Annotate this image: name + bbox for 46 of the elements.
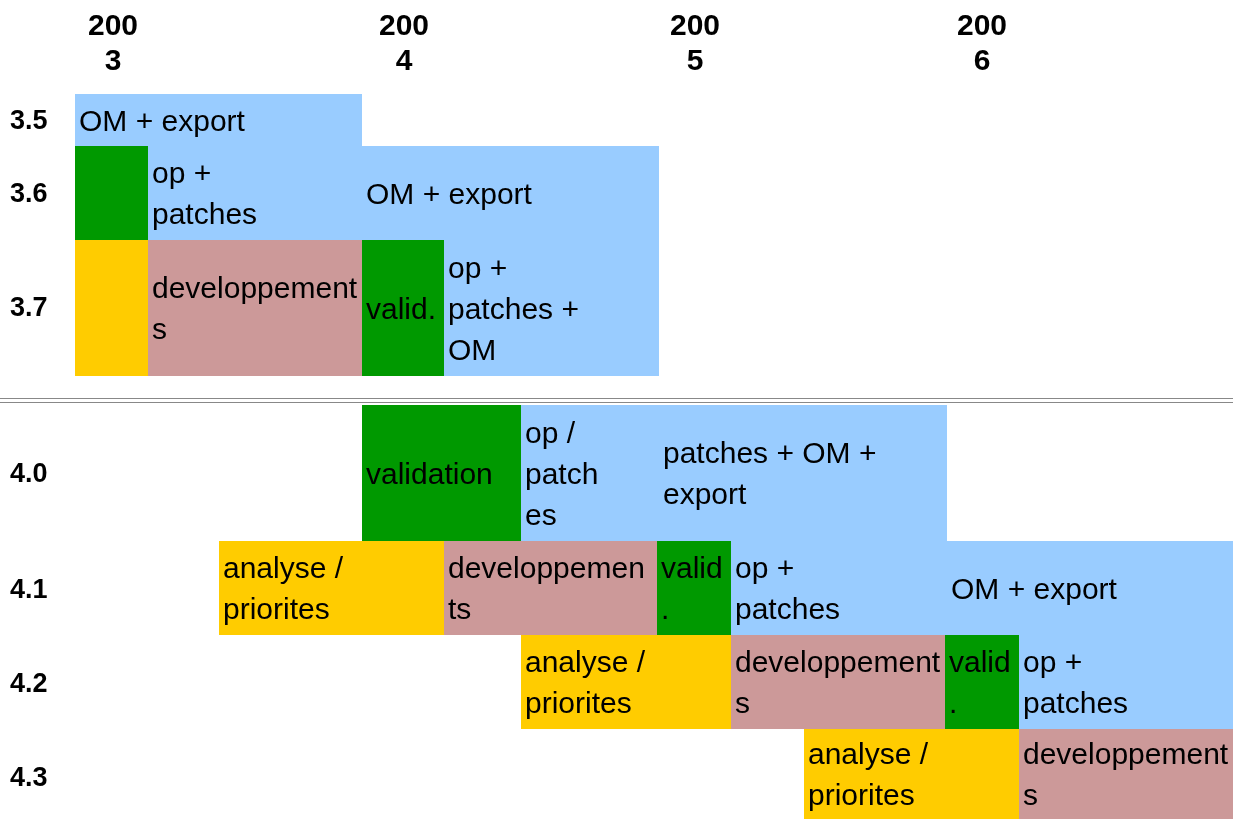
year-label: 2005 <box>668 8 722 77</box>
task-label: op + patches <box>152 155 259 232</box>
task-label: valid. <box>949 644 1012 721</box>
task-label: OM + export <box>366 175 532 212</box>
task-label: op + patches <box>735 550 842 627</box>
task-label: developpements <box>152 270 358 347</box>
task-label: developpements <box>448 550 646 627</box>
task-bar <box>444 240 659 376</box>
version-label: 4.2 <box>10 668 49 700</box>
task-label: valid. <box>366 290 437 327</box>
task-label: analyse / priorites <box>525 644 647 721</box>
version-label: 4.0 <box>10 458 49 490</box>
task-label: op + patches + OM <box>448 249 580 368</box>
task-bar <box>362 405 521 541</box>
task-bar <box>804 729 1019 819</box>
version-label: 3.5 <box>10 105 49 137</box>
task-bar <box>75 146 148 240</box>
version-label: 4.3 <box>10 762 49 794</box>
task-label: op / patches <box>525 414 600 533</box>
version-label: 3.7 <box>10 292 49 324</box>
task-label: developpements <box>1023 736 1229 813</box>
version-label: 3.6 <box>10 178 49 210</box>
task-bar <box>75 240 148 376</box>
task-bar <box>148 240 362 376</box>
task-bar <box>731 635 945 729</box>
year-label: 2003 <box>86 8 140 77</box>
task-bar <box>1019 635 1233 729</box>
task-label: OM + export <box>79 102 245 139</box>
task-label: OM + export <box>951 570 1117 607</box>
task-label: validation <box>366 455 493 492</box>
task-bar <box>444 541 657 635</box>
task-label: analyse / priorites <box>223 550 345 627</box>
version-label: 4.1 <box>10 574 49 606</box>
year-label: 2004 <box>377 8 431 77</box>
task-label: patches + OM + export <box>663 435 878 512</box>
year-label: 2006 <box>955 8 1009 77</box>
task-label: valid. <box>661 550 724 627</box>
task-bar <box>362 240 444 376</box>
task-bar <box>657 541 731 635</box>
task-bar <box>945 635 1019 729</box>
task-bar <box>75 94 362 146</box>
task-bar <box>219 541 444 635</box>
task-bar <box>1019 729 1233 819</box>
task-bar <box>521 635 731 729</box>
task-bar <box>521 405 659 541</box>
task-label: analyse / priorites <box>808 736 930 813</box>
